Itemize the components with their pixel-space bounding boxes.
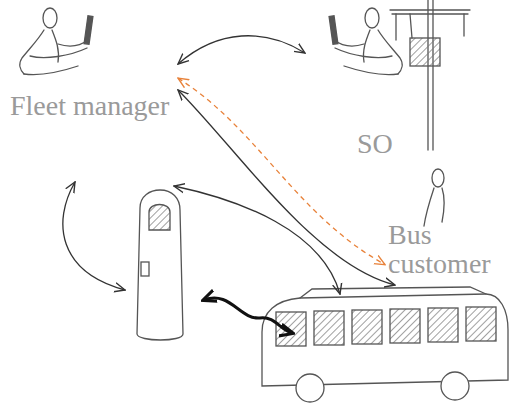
person-back: [378, 30, 402, 74]
person-arm: [30, 48, 87, 58]
bus-wheel: [296, 374, 324, 402]
person-head: [365, 8, 379, 28]
actor-label: SO: [357, 129, 417, 158]
bus-window: [276, 312, 306, 346]
transformer-box: [410, 38, 440, 66]
person-head: [43, 8, 57, 28]
bus-body: [262, 294, 508, 386]
charging-link: [204, 298, 292, 333]
power-wire: [396, 14, 464, 40]
actor-node: Bus customer: [385, 165, 510, 285]
person-body: [442, 188, 444, 222]
person-lap: [344, 66, 398, 75]
person-arm: [335, 48, 392, 58]
tablet-device: [84, 16, 93, 44]
tablet-device: [329, 16, 338, 44]
charger-screen: [149, 205, 170, 231]
bus-window: [466, 307, 496, 341]
actor-label: Fleet manager: [10, 91, 178, 120]
person-lap: [24, 66, 78, 75]
bus-link: [174, 186, 340, 294]
person-head: [432, 169, 444, 187]
exchange-arrow: [178, 36, 305, 64]
charger-socket: [141, 262, 149, 276]
bus-wheel: [441, 372, 469, 400]
actor-node: SO: [305, 5, 460, 165]
exchange-arrow: [178, 78, 385, 264]
charging-station: [137, 190, 183, 340]
pole-crossbar: [390, 10, 470, 14]
bus-window: [314, 311, 344, 345]
actor-label: Bus customer: [388, 220, 503, 279]
charger-link: [63, 182, 125, 290]
actor-node: Fleet manager: [10, 5, 178, 123]
bus-window: [390, 309, 420, 343]
bus-window: [428, 308, 458, 342]
person-back: [20, 30, 44, 74]
utility-pole: [428, 0, 433, 150]
exchange-arrow: [178, 90, 395, 285]
bus-window: [352, 310, 382, 344]
bus-roof: [300, 287, 486, 298]
operator-figure: [329, 8, 402, 75]
